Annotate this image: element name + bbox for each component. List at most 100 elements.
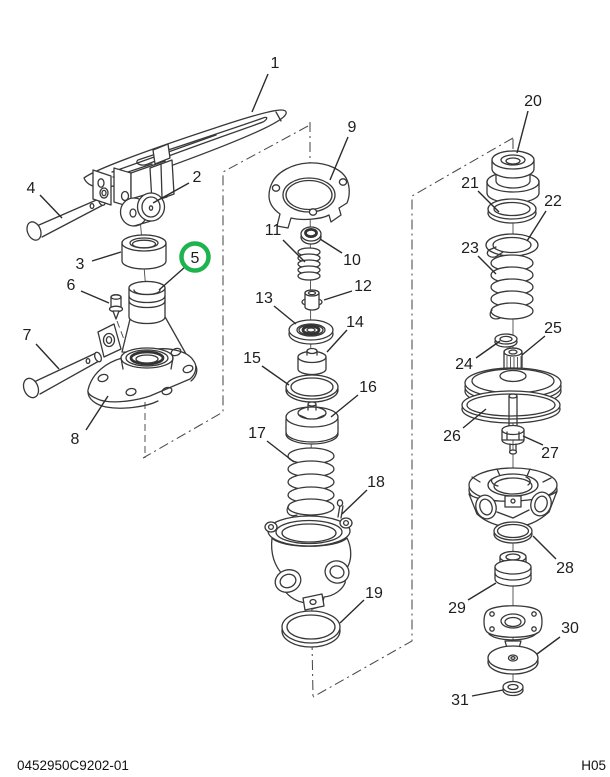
part-14-valve-seat	[297, 347, 327, 376]
leader-line-5	[158, 266, 186, 291]
part-24-washer	[494, 333, 518, 348]
part-15-o-ring	[285, 374, 339, 403]
leader-line-26	[462, 408, 487, 429]
leader-line-11	[282, 239, 306, 263]
bottom-flange-plate	[483, 605, 543, 649]
callout-22: 22	[544, 193, 562, 210]
part-6-fitting	[108, 294, 126, 343]
leader-line-16	[330, 394, 359, 418]
part-10-grommet	[300, 226, 322, 245]
leader-line-18	[341, 489, 368, 515]
leader-line-7	[35, 343, 60, 370]
leader-line-19	[339, 599, 365, 624]
callout-9: 9	[348, 119, 357, 136]
leader-line-27	[522, 435, 544, 446]
callout-30: 30	[561, 620, 579, 637]
callout-25: 25	[544, 320, 562, 337]
leader-line-23	[477, 255, 497, 275]
callout-8: 8	[71, 431, 80, 448]
callout-6: 6	[67, 277, 76, 294]
callout-13: 13	[255, 290, 273, 307]
callout-1: 1	[271, 55, 280, 72]
part-13-washer-seat	[288, 319, 334, 345]
leader-line-3	[91, 251, 122, 262]
part-20-cap	[486, 150, 540, 204]
callout-10: 10	[343, 252, 361, 269]
part-26-o-ring	[461, 390, 561, 424]
part-9-cover-plate	[268, 162, 350, 229]
callout-15: 15	[243, 350, 261, 367]
callout-19: 19	[365, 585, 383, 602]
callout-31: 31	[451, 692, 469, 709]
callout-27: 27	[541, 445, 559, 462]
part-5-plunger	[121, 280, 187, 355]
part-31-washer	[502, 680, 524, 697]
callout-18: 18	[367, 474, 385, 491]
part-18-valve-body	[264, 499, 353, 611]
part-4-hinge-pin	[26, 196, 106, 241]
leader-line-22	[526, 210, 547, 242]
callout-11: 11	[265, 222, 282, 239]
part-16-piston	[285, 401, 339, 445]
lower-valve-casting	[468, 467, 558, 528]
part-12-retainer	[301, 289, 323, 311]
part-30-disc	[487, 645, 539, 675]
part-28-o-ring	[493, 521, 533, 544]
part-17-spring	[286, 447, 335, 517]
page-code: H05	[581, 758, 606, 773]
leader-line-20	[516, 110, 529, 154]
pedal-assembly	[22, 109, 287, 458]
callout-21: 21	[461, 175, 479, 192]
part-3-bushing	[121, 234, 167, 270]
callout-28: 28	[556, 560, 574, 577]
part-21-o-ring	[487, 198, 537, 224]
leader-line-21	[477, 190, 500, 213]
leader-line-25	[521, 335, 546, 356]
leader-line-4	[39, 194, 63, 219]
callout-layer: 1234567891011121314151617181920212223242…	[23, 55, 579, 709]
leader-line-2	[152, 182, 190, 204]
leader-line-10	[319, 238, 343, 254]
callout-20: 20	[524, 93, 542, 110]
part-8-mounting-flange	[87, 323, 198, 409]
leader-line-9	[329, 136, 349, 181]
part-19-o-ring	[281, 610, 341, 648]
part-11-spring	[297, 247, 321, 281]
axis-dash-mid-bottom	[311, 639, 314, 698]
leader-line-30	[536, 636, 561, 655]
callout-7: 7	[23, 327, 32, 344]
highlight-circle	[179, 241, 211, 273]
leader-line-29	[467, 582, 497, 601]
part-23-spring	[489, 254, 534, 320]
part-27-stem-nut	[501, 393, 525, 455]
callout-16: 16	[359, 379, 377, 396]
callout-24: 24	[455, 356, 473, 373]
leader-line-13	[273, 305, 297, 325]
divider-plane-left	[142, 125, 309, 459]
leader-line-15	[261, 365, 290, 386]
leader-line-24	[475, 340, 501, 359]
callout-26: 26	[443, 428, 461, 445]
leader-line-6	[80, 290, 110, 304]
callout-5: 5	[191, 250, 200, 267]
callout-14: 14	[346, 314, 364, 331]
leader-line-14	[326, 329, 348, 353]
leader-line-12	[323, 290, 353, 301]
drawing-number: 0452950C9202-01	[17, 758, 129, 773]
callout-17: 17	[248, 425, 266, 442]
upper-valve-assembly	[264, 122, 353, 698]
callout-4: 4	[27, 180, 36, 197]
leader-line-1	[251, 73, 269, 113]
callout-2: 2	[193, 169, 202, 186]
part-1-pedal	[83, 109, 287, 208]
leader-line-31	[471, 689, 504, 697]
callout-12: 12	[354, 278, 372, 295]
callout-3: 3	[76, 256, 85, 273]
part-7-mounting-pin	[22, 351, 103, 399]
leader-line-28	[532, 535, 557, 560]
lower-valve-assembly	[461, 139, 562, 697]
part-29-piston-cap	[494, 550, 532, 587]
leader-line-17	[266, 440, 295, 463]
